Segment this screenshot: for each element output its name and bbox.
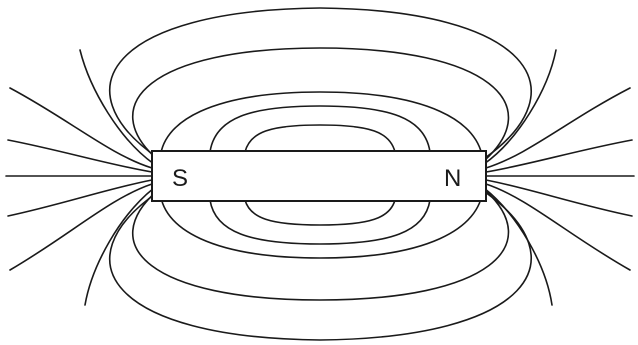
field-line-loop-bottom-2 — [133, 190, 509, 300]
field-line-right-6 — [484, 50, 556, 164]
field-line-loop-top-2 — [133, 48, 509, 160]
field-line-loop-top-4 — [210, 106, 430, 152]
bar-magnet — [152, 151, 486, 201]
field-line-loop-top-1 — [110, 8, 531, 158]
field-line-loop-top-5 — [245, 125, 395, 152]
field-line-left-2 — [8, 140, 152, 172]
south-pole-label: S — [172, 165, 188, 192]
field-line-loop-bottom-1 — [110, 192, 531, 340]
north-pole-label: N — [444, 165, 461, 192]
field-line-loop-bottom-5 — [245, 200, 395, 225]
field-line-loop-bottom-4 — [210, 200, 430, 244]
field-line-right-7 — [484, 188, 552, 305]
field-line-right-2 — [486, 140, 632, 172]
